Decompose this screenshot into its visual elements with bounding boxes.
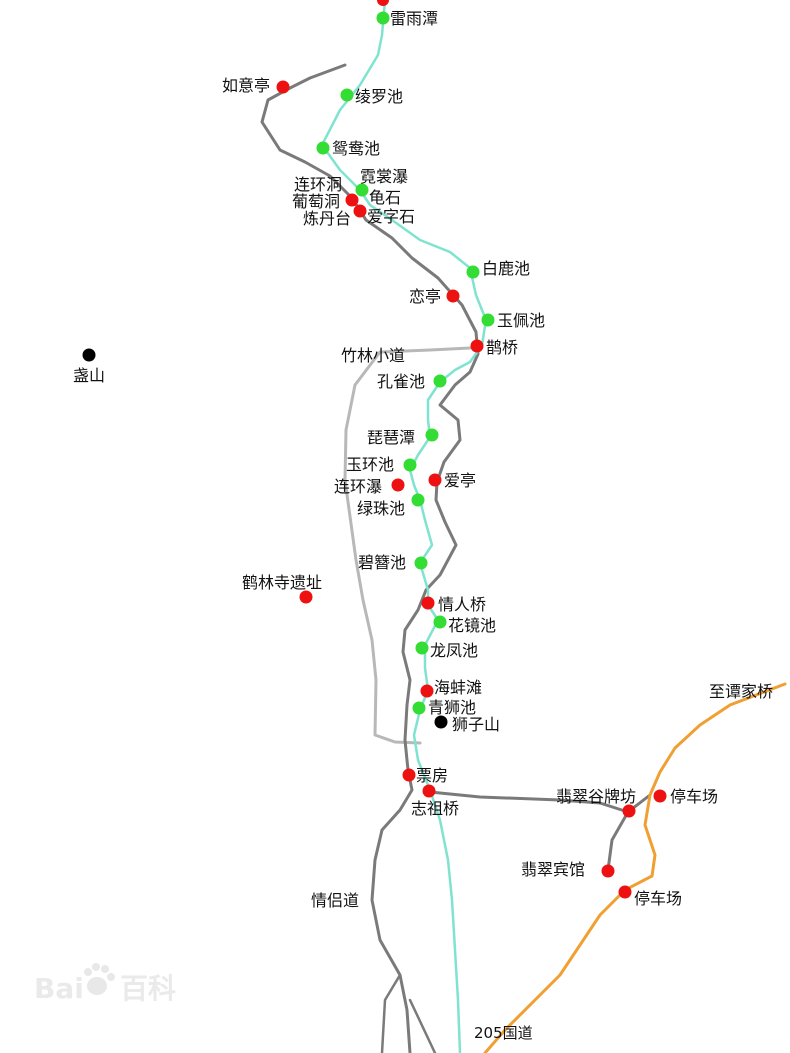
marker-lvzhuchi[interactable]	[411, 493, 425, 507]
top-red-marker[interactable]	[377, 0, 389, 6]
label-liandantai: 炼丹台	[303, 209, 351, 228]
marker-leiyutan[interactable]	[376, 11, 390, 25]
label-yupeichi: 玉佩池	[497, 311, 545, 330]
paw-icon	[84, 963, 115, 995]
marker-parking2[interactable]	[618, 885, 632, 899]
label-lingluochi: 绫罗池	[355, 87, 403, 106]
marker-longfengchi[interactable]	[415, 641, 429, 655]
label-aiting: 爱亭	[444, 471, 476, 490]
watermark-brand: Bai	[34, 972, 84, 1005]
label-aizishi: 爱字石	[367, 207, 415, 226]
label-parking1: 停车场	[670, 787, 718, 806]
marker-aiting[interactable]	[428, 473, 442, 487]
label-haibangtan: 海蚌滩	[434, 678, 482, 697]
label-pipatan: 琵琶潭	[367, 428, 415, 447]
marker-shizishan[interactable]	[434, 715, 448, 729]
marker-yuhuanchi[interactable]	[403, 458, 417, 472]
label-qinglvdao: 情侣道	[311, 891, 359, 910]
label-kongquechi: 孔雀池	[377, 372, 425, 391]
label-guodao205: 205国道	[474, 1024, 533, 1042]
marker-huajingchi[interactable]	[433, 615, 447, 629]
label-ruyiting: 如意亭	[222, 76, 270, 95]
highway-205-road	[483, 682, 787, 1053]
marker-kongquechi[interactable]	[433, 374, 447, 388]
label-lianhuanpu: 连环瀑	[334, 477, 382, 496]
main-trail-path	[260, 63, 480, 1053]
hotel-trail-path	[606, 810, 630, 872]
watermark: Bai 百科	[34, 963, 176, 1005]
label-shizishan: 狮子山	[452, 715, 500, 734]
label-huajingchi: 花镜池	[448, 616, 496, 635]
label-lvzhuchi: 绿珠池	[357, 499, 405, 518]
bottom-trail-path	[380, 973, 437, 1053]
label-queqiao: 鹊桥	[486, 338, 518, 357]
marker-liandantai[interactable]	[353, 204, 367, 218]
label-putaodong: 葡萄洞	[292, 192, 340, 211]
marker-putaodong[interactable]	[345, 193, 359, 207]
marker-feicuibinguan[interactable]	[601, 864, 615, 878]
markers	[82, 0, 667, 899]
label-yuanyangchi: 鸳鸯池	[332, 139, 380, 158]
marker-ruyiting[interactable]	[276, 80, 290, 94]
label-zhanshan: 盏山	[73, 366, 105, 385]
label-bizanchi: 碧簪池	[358, 553, 406, 572]
marker-queqiao[interactable]	[470, 339, 484, 353]
label-parking2: 停车场	[634, 889, 682, 908]
label-qingshichi: 青狮池	[428, 698, 476, 717]
label-zhulinxiaodao: 竹林小道	[341, 346, 405, 365]
marker-pipatan[interactable]	[425, 428, 439, 442]
label-lianting: 恋亭	[409, 287, 441, 306]
marker-lianting[interactable]	[446, 289, 460, 303]
label-zhizuqiao: 志祖桥	[411, 799, 459, 818]
label-feicuibinguan: 翡翠宾馆	[521, 860, 585, 879]
watermark-brand-cn: 百科	[120, 972, 176, 1005]
marker-zhizuqiao[interactable]	[422, 784, 436, 798]
marker-lianhuanpu[interactable]	[391, 478, 405, 492]
marker-piaofang[interactable]	[402, 768, 416, 782]
label-longfengchi: 龙凤池	[430, 641, 478, 660]
marker-qingshichi[interactable]	[412, 701, 426, 715]
label-guishi: 龟石	[369, 188, 401, 207]
marker-haibangtan[interactable]	[420, 684, 434, 698]
labels: 雷雨潭 如意亭 绫罗池 鸳鸯池 连环洞 霓裳瀑 葡萄洞 龟石 炼丹台 爱字石 白…	[73, 9, 773, 1042]
marker-bailuchi[interactable]	[466, 265, 480, 279]
label-yuhuanchi: 玉环池	[346, 455, 394, 474]
marker-lingluochi[interactable]	[340, 88, 354, 102]
marker-parking1[interactable]	[653, 789, 667, 803]
marker-qingrenqiao[interactable]	[421, 596, 435, 610]
label-qingrenqiao: 情人桥	[438, 595, 486, 614]
marker-zhanshan[interactable]	[82, 348, 96, 362]
marker-nishangpu[interactable]	[355, 183, 369, 197]
label-feicuigu: 翡翠谷牌坊	[556, 787, 636, 806]
marker-helinsi[interactable]	[299, 590, 313, 604]
label-piaofang: 票房	[416, 766, 448, 785]
marker-yuanyangchi[interactable]	[316, 141, 330, 155]
marker-bizanchi[interactable]	[414, 556, 428, 570]
label-nishangpu: 霓裳瀑	[360, 167, 408, 186]
bamboo-trail-path	[343, 346, 472, 745]
label-leiyutan: 雷雨潭	[390, 9, 438, 28]
label-helinsi: 鹤林寺遗址	[242, 573, 322, 592]
label-lianhuandong: 连环洞	[294, 175, 342, 194]
label-bailuchi: 白鹿池	[482, 259, 530, 278]
marker-yupeichi[interactable]	[481, 313, 495, 327]
label-zhitanjiaqiao: 至谭家桥	[709, 682, 773, 701]
marker-feicuigu[interactable]	[622, 804, 636, 818]
